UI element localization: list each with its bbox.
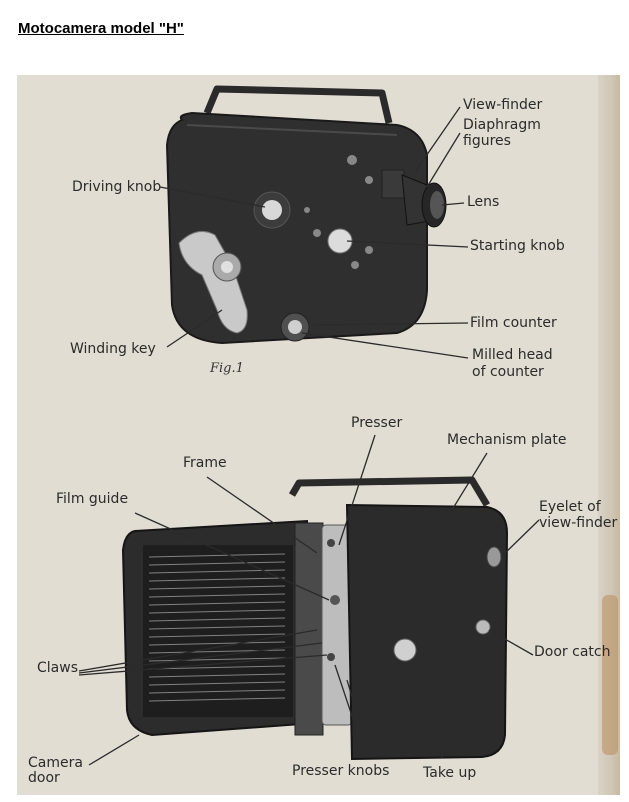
figure1-caption: Fig.1 bbox=[210, 361, 244, 376]
label-lens: Lens bbox=[467, 194, 500, 210]
label-eyelet-of-view-finder: Eyelet of view-finder bbox=[539, 499, 618, 531]
figure2-camera bbox=[78, 434, 540, 766]
label-driving-knob: Driving knob bbox=[72, 179, 162, 195]
paper-stain bbox=[602, 595, 618, 755]
manual-photo: Driving knob View-finder Diaphragm figur… bbox=[17, 75, 620, 795]
label-presser: Presser bbox=[351, 415, 403, 431]
label-claws: Claws bbox=[37, 660, 78, 676]
label-milled-head: Milled head of counter bbox=[472, 347, 553, 380]
figure1-camera bbox=[159, 85, 469, 359]
label-film-guide: Film guide bbox=[56, 491, 129, 507]
label-view-finder: View-finder bbox=[463, 97, 543, 113]
label-camera-door: Camera door bbox=[28, 755, 83, 786]
label-diaphragm-figures: Diaphragm figures bbox=[463, 117, 541, 149]
label-take-up: Take up bbox=[423, 765, 477, 781]
label-presser-knobs: Presser knobs bbox=[292, 763, 390, 779]
label-film-counter: Film counter bbox=[470, 315, 557, 331]
label-winding-key: Winding key bbox=[70, 341, 156, 357]
document-title: Motocamera model "H" bbox=[18, 20, 184, 37]
label-mechanism-plate: Mechanism plate bbox=[447, 432, 567, 448]
camera-illustrations bbox=[78, 85, 540, 766]
label-frame: Frame bbox=[183, 455, 227, 471]
label-door-catch: Door catch bbox=[534, 644, 611, 660]
label-starting-knob: Starting knob bbox=[470, 238, 565, 254]
